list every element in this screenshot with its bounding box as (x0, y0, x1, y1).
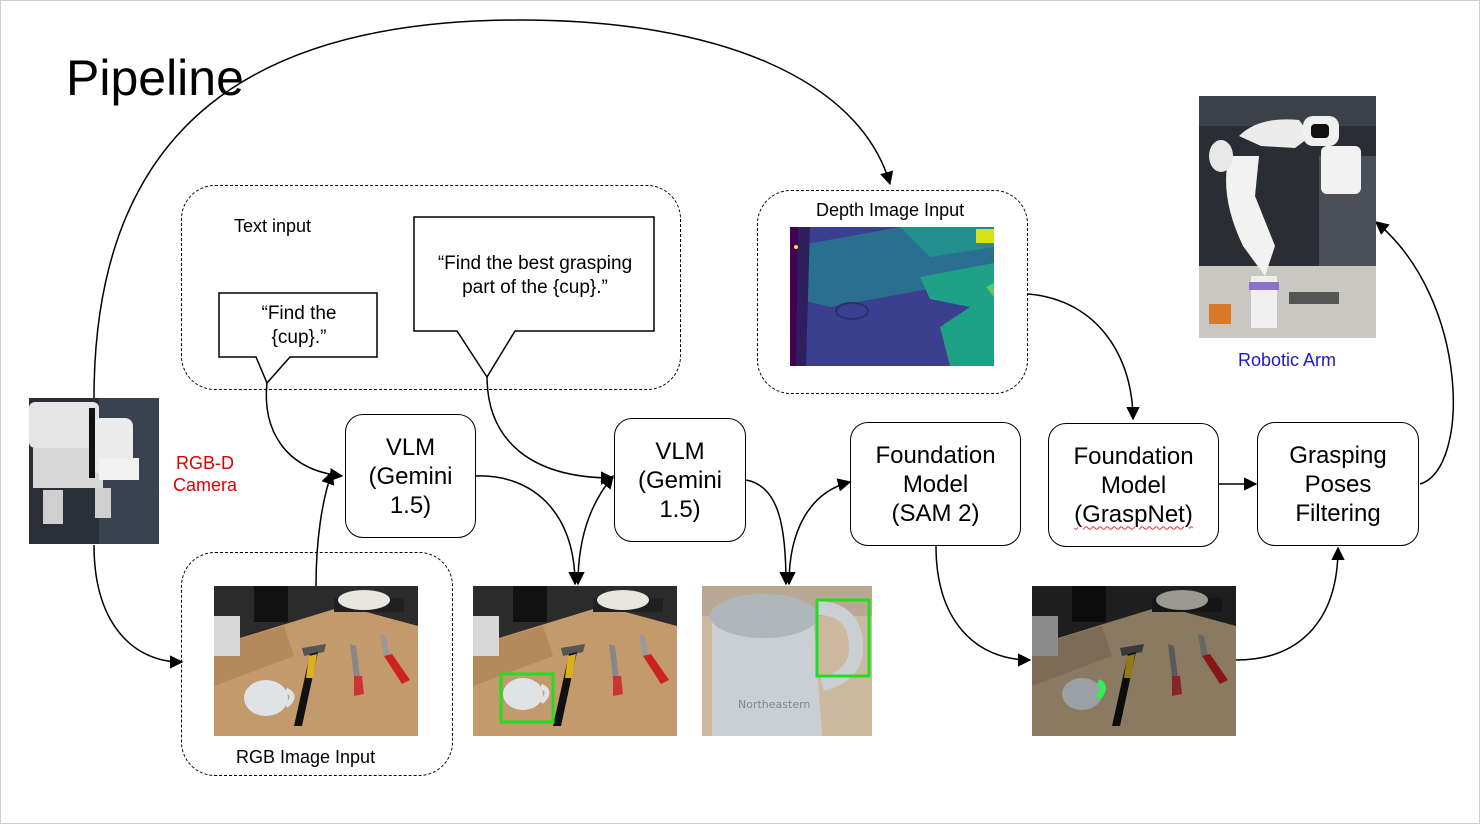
grasp-filtering-node-label: Grasping Poses Filtering (1289, 441, 1387, 527)
page-title: Pipeline (66, 50, 244, 106)
arrow-camera-to-depth (93, 19, 894, 399)
handle-mask (1095, 679, 1106, 700)
arrow-crop-to-sam (782, 478, 852, 586)
text-input-group (181, 185, 681, 390)
vlm-gemini-node-1-label: VLM (Gemini 1.5) (368, 433, 453, 519)
graspnet-node-text: Foundation Model (GraspNet) (1073, 442, 1193, 529)
prompt-find-cup: “Find the {cup}.” (261, 303, 337, 348)
arrow-depth-to-graspnet (1027, 293, 1140, 421)
arrow-rgb-to-vlm1 (315, 470, 335, 587)
arrow-camera-to-rgb (93, 544, 184, 669)
rgb-desk-image (214, 586, 418, 736)
depth-image (790, 227, 994, 366)
arrow-prompt2-to-vlm2 (486, 375, 615, 485)
depth-input-label: Depth Image Input (816, 200, 965, 220)
sam2-node-label: Foundation Model (SAM 2) (875, 441, 996, 527)
arrow-prompt1-to-vlm1 (265, 381, 344, 482)
handle-bounding-box (815, 598, 871, 678)
graspnet-node-label-2: (GraspNet) (1074, 500, 1193, 528)
depth-input-group (757, 190, 1028, 394)
arrow-filter-to-arm (1374, 221, 1455, 485)
sam2-node: Foundation Model (SAM 2) (850, 422, 1021, 546)
speech-bubble-2-shape (413, 216, 655, 379)
cup-crop-image: Northeastern (702, 586, 872, 736)
robotic-arm-image (1199, 96, 1376, 338)
arrow-bbox-to-vlm2 (571, 474, 614, 586)
speech-bubble-1-shape (218, 292, 378, 385)
vlm-gemini-node-2: VLM (Gemini 1.5) (614, 418, 746, 542)
graspnet-node: Foundation Model (GraspNet) (1048, 423, 1219, 547)
vlm-gemini-node-2-label: VLM (Gemini 1.5) (637, 437, 722, 523)
robotic-arm-label: Robotic Arm (1237, 350, 1337, 370)
vlm-gemini-node-1: VLM (Gemini 1.5) (345, 414, 476, 538)
arrow-sam-to-mask (935, 545, 1032, 667)
rgbd-camera-image (29, 398, 159, 544)
bbox-desk-image (473, 586, 677, 736)
graspnet-node-label: Foundation Model (1073, 442, 1194, 499)
svg-text:Northeastern: Northeastern (738, 698, 810, 711)
grasp-filtering-node: Grasping Poses Filtering (1257, 422, 1419, 546)
mask-desk-image (1032, 586, 1236, 736)
text-input-label: Text input (234, 216, 312, 236)
camera-label: RGB-D Camera (172, 453, 238, 495)
arrow-vlm1-to-bbox (475, 475, 582, 586)
prompt-find-grasp-part: “Find the best grasping part of the {cup… (437, 253, 633, 298)
cup-bounding-box (499, 672, 555, 724)
rgb-input-group (181, 552, 453, 776)
arrow-vlm2-to-crop (745, 479, 793, 586)
rgb-input-label: RGB Image Input (236, 747, 376, 767)
arrow-mask-to-filter (1235, 546, 1345, 661)
